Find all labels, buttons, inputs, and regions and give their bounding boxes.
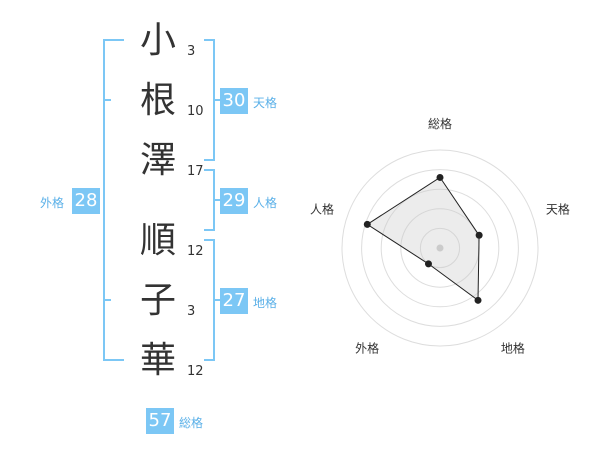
radar-point-2 [475, 231, 483, 239]
radar-point-1 [436, 173, 444, 181]
radar-ring-1 [419, 227, 461, 269]
tenkaku-bracket [204, 39, 215, 161]
radar-axis-label-2: 天格 [546, 202, 570, 217]
stroke-count-2: 10 [187, 104, 204, 119]
radar-point-4 [424, 260, 432, 268]
stroke-count-1: 3 [187, 44, 196, 59]
radar-axis-label-4: 外格 [355, 340, 379, 355]
radar-axis-label-3: 地格 [501, 340, 525, 355]
name-char-4: 順 [139, 220, 176, 261]
stroke-count-6: 12 [187, 364, 204, 379]
jinkaku-label: 人格 [253, 196, 278, 210]
tenkaku-label: 天格 [253, 96, 278, 110]
radar-ring-5 [341, 149, 539, 347]
radar-point-3 [474, 296, 482, 304]
radar-ring-3 [380, 188, 500, 308]
gaikaku-bracket [103, 39, 124, 361]
name-char-6: 華 [139, 340, 176, 381]
tenkaku-value: 30 [220, 88, 248, 114]
chikaku-bracket [204, 239, 215, 361]
name-char-1: 小 [139, 20, 176, 61]
stroke-count-3: 17 [187, 164, 204, 179]
radar-axis-label-1: 総格 [428, 116, 452, 131]
bracket-lines [103, 39, 220, 361]
radar-ring-4 [361, 169, 519, 327]
name-char-3: 澤 [139, 140, 176, 181]
name-char-5: 子 [139, 280, 176, 321]
radar-polygon [366, 176, 480, 302]
chikaku-value: 27 [220, 288, 248, 314]
jinkaku-value: 29 [220, 188, 248, 214]
gaikaku-value: 28 [72, 188, 100, 214]
soukaku-value: 57 [146, 408, 174, 434]
gaikaku-label: 外格 [40, 196, 65, 210]
chikaku-label: 地格 [253, 296, 278, 310]
radar-axis-label-5: 人格 [310, 202, 334, 217]
radar-center-dot [436, 244, 444, 252]
jinkaku-bracket [204, 169, 215, 231]
stroke-count-4: 12 [187, 244, 204, 259]
stroke-count-5: 3 [187, 304, 196, 319]
radar-point-5 [363, 220, 371, 228]
name-char-2: 根 [139, 80, 176, 121]
soukaku-label: 総格 [179, 416, 204, 430]
